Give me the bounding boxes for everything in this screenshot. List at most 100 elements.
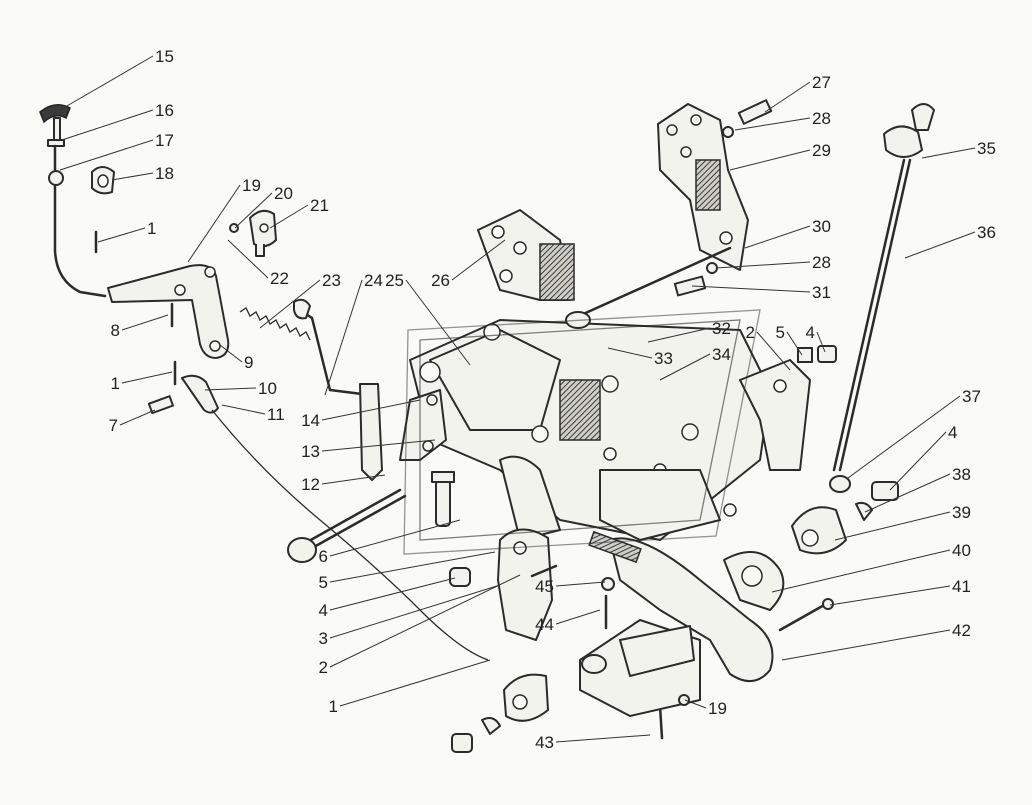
leader-line <box>204 387 257 391</box>
leader-line <box>904 231 976 259</box>
leader-line <box>321 439 436 452</box>
leader-line <box>321 474 386 485</box>
part-number-label: 42 <box>952 621 971 640</box>
link-rod <box>293 298 372 397</box>
leader-line <box>921 147 976 159</box>
part-number-label: 1 <box>111 374 120 393</box>
part-number-label: 25 <box>385 271 404 290</box>
leader-line <box>771 549 951 593</box>
leader-line <box>221 404 266 415</box>
leader-line <box>329 584 501 639</box>
leader-lines <box>59 55 976 743</box>
part-number-label: 19 <box>708 699 727 718</box>
part-number-label: 32 <box>712 319 731 338</box>
part-number-label: 18 <box>155 164 174 183</box>
tow-hook <box>588 530 834 682</box>
leader-line <box>764 81 811 113</box>
control-rod-handle <box>39 104 115 298</box>
part-number-label: 7 <box>109 416 118 435</box>
leader-line <box>329 519 461 557</box>
part-number-label: 36 <box>977 223 996 242</box>
leader-line <box>781 629 951 661</box>
leader-line <box>259 279 321 329</box>
leader-line <box>555 734 651 743</box>
pivot-bracket <box>229 209 277 257</box>
leader-line <box>119 409 156 426</box>
leader-line <box>219 344 243 363</box>
part-number-label: 9 <box>244 353 253 372</box>
part-number-label: 30 <box>812 217 831 236</box>
part-number-label: 31 <box>812 283 831 302</box>
part-number-label: 3 <box>319 629 328 648</box>
leader-line <box>321 399 421 421</box>
part-number-label: 34 <box>712 345 731 364</box>
part-number-label: 17 <box>155 131 174 150</box>
part-number-label: 37 <box>962 387 981 406</box>
leader-line <box>329 551 496 583</box>
leader-line <box>121 314 169 331</box>
leader-line <box>59 55 154 111</box>
part-number-label: 12 <box>301 475 320 494</box>
right-clevis <box>739 345 837 471</box>
leader-line <box>555 581 606 587</box>
part-number-label: 14 <box>301 411 320 430</box>
lower-link-end <box>451 673 549 753</box>
part-number-label: 16 <box>155 101 174 120</box>
part-number-label: 29 <box>812 141 831 160</box>
leader-line <box>834 511 951 541</box>
leader-line <box>97 227 146 243</box>
leader-line <box>786 331 803 356</box>
mounting-plate <box>477 209 575 301</box>
leader-line <box>227 239 269 279</box>
leader-line <box>607 347 653 359</box>
part-number-label: 22 <box>270 269 289 288</box>
leader-line <box>715 261 811 269</box>
cross-shaft <box>287 488 407 563</box>
part-number-label: 2 <box>746 323 755 342</box>
main-housing <box>409 319 771 541</box>
leader-line <box>659 353 711 381</box>
part-number-label: 2 <box>319 658 328 677</box>
part-number-label: 8 <box>111 321 120 340</box>
leader-line <box>889 431 947 491</box>
leader-line <box>847 395 961 479</box>
part-number-label: 35 <box>977 139 996 158</box>
part-number-label: 21 <box>310 196 329 215</box>
leader-line <box>684 699 707 709</box>
part-number-label: 11 <box>267 405 285 424</box>
part-number-label: 20 <box>274 184 293 203</box>
leader-line <box>269 204 309 229</box>
part-number-label: 28 <box>812 109 831 128</box>
part-number-label: 33 <box>654 349 673 368</box>
part-number-label: 6 <box>319 547 328 566</box>
leader-line <box>187 184 241 263</box>
part-number-label: 4 <box>948 423 957 442</box>
part-number-label: 13 <box>301 442 320 461</box>
lower-fork <box>449 528 558 641</box>
part-number-label: 26 <box>431 271 450 290</box>
part-number-label: 15 <box>155 47 174 66</box>
part-number-label: 19 <box>242 176 261 195</box>
leader-line <box>329 574 521 668</box>
part-number-label: 5 <box>776 323 785 342</box>
outline-bracket <box>403 309 761 555</box>
part-number-label: 23 <box>322 271 341 290</box>
leader-line <box>729 149 811 171</box>
part-number-label: 1 <box>329 697 338 716</box>
leader-line <box>816 331 826 353</box>
leader-line <box>451 239 506 281</box>
leader-line <box>864 473 951 513</box>
part-number-label: 43 <box>535 733 554 752</box>
leader-line <box>339 659 491 707</box>
part-number-label: 10 <box>258 379 277 398</box>
parts-drawing <box>39 99 935 753</box>
leader-line <box>111 172 154 181</box>
control-cable <box>147 374 489 661</box>
leader-line <box>691 285 811 293</box>
leader-line <box>829 585 951 606</box>
leader-line <box>756 331 791 371</box>
part-number-label: 4 <box>319 601 328 620</box>
part-number-label: 41 <box>952 577 971 596</box>
